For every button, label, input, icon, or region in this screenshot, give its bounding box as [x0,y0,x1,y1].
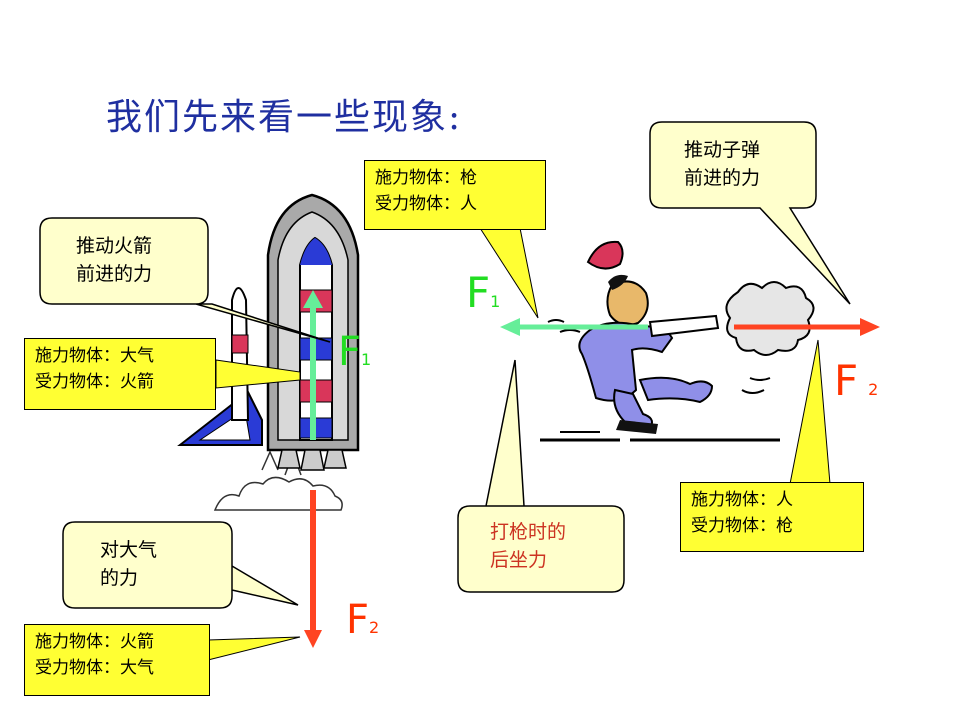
rocket-exhaust-smoke [213,447,343,511]
gun-force-f2-arrow [734,318,880,336]
gun-force-f1-arrow [500,318,648,336]
rocket-f1-label: F1 [338,329,372,375]
callout-bullet-force: 推动子弹 前进的力 [684,139,761,189]
rocket-f1-agent-box: 施力物体：大气 受力物体：火箭 [24,338,216,410]
callout-push-rocket: 推动火箭 前进的力 [76,235,153,285]
gunsmoke-cloud [725,281,815,356]
page-title: 我们先来看一些现象: [106,97,463,138]
gun-f1-label: F1 [466,268,501,317]
callout-air-bubble [62,521,299,609]
callout-recoil-bubble [457,359,625,593]
gunman-illustration [540,240,815,442]
callout-bullet-bubble [649,121,851,305]
rocket-force-f1-arrow [303,290,323,440]
head [606,280,649,326]
hat [586,240,624,270]
callout-push-rocket-bubble [39,217,331,343]
gun-f1-agent-box: 施力物体：枪 受力物体：人 [364,160,546,230]
rocket-booster [231,287,250,421]
gun [648,314,720,338]
rocket-force-f2-arrow [304,490,322,648]
callout-air-force: 对大气 的力 [100,539,158,589]
gun-f2-agent-box: 施力物体：人 受力物体：枪 [680,482,864,552]
callout-recoil-force: 打枪时的 后坐力 [490,521,567,571]
rocket-f2-agent-box: 施力物体：火箭 受力物体：大气 [24,624,210,696]
rocket-f2-label: F2 [346,597,380,643]
ground-lines [540,431,780,442]
